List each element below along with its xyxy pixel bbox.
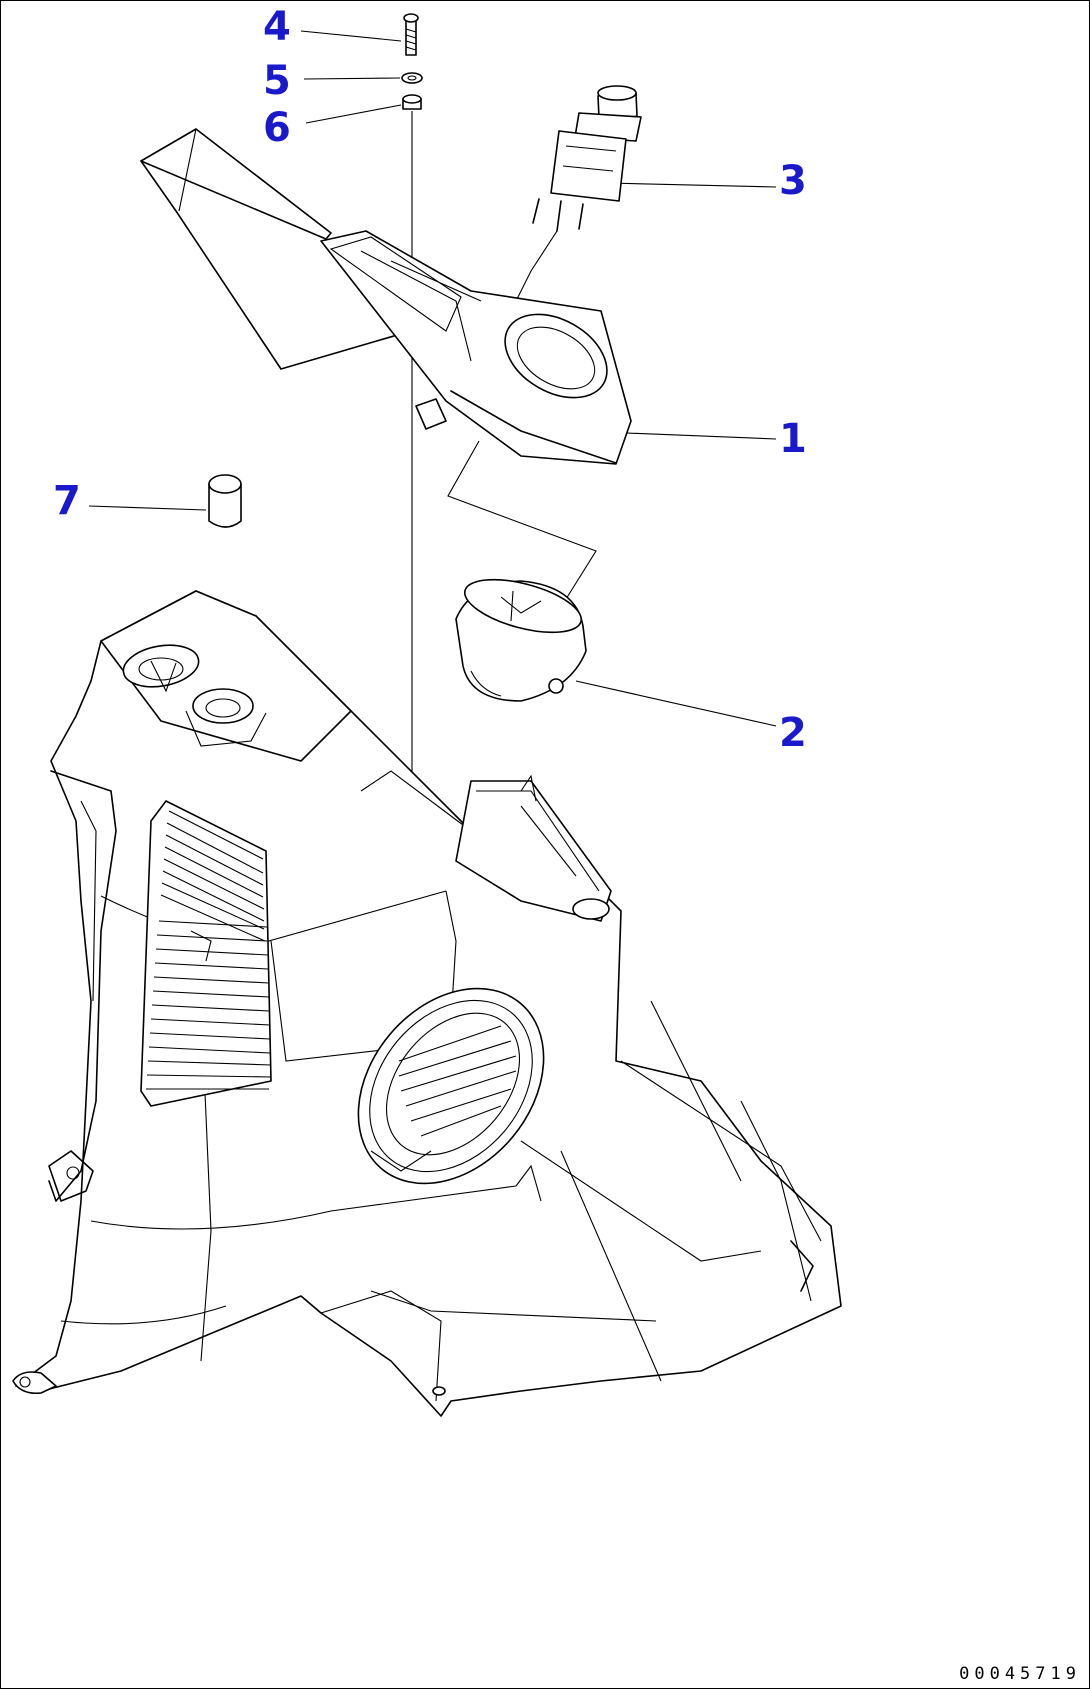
callout-2: 2 bbox=[779, 710, 807, 756]
leader-lines bbox=[88, 30, 777, 727]
part-2-lamp bbox=[455, 578, 587, 702]
main-panel-housing bbox=[12, 590, 842, 1417]
part-4-screw bbox=[403, 13, 419, 56]
speaker-grille bbox=[357, 987, 545, 1185]
louver-grille bbox=[140, 800, 272, 1107]
part-7-cap bbox=[208, 474, 242, 528]
callout-5: 5 bbox=[263, 58, 291, 104]
callout-6: 6 bbox=[263, 105, 291, 151]
part-3-socket bbox=[505, 85, 642, 322]
part-6-nut bbox=[402, 94, 422, 110]
part-5-washer bbox=[401, 72, 423, 84]
callout-7: 7 bbox=[53, 478, 81, 524]
callout-1: 1 bbox=[779, 416, 807, 462]
part-1-bracket bbox=[140, 128, 632, 600]
callout-3: 3 bbox=[779, 158, 807, 204]
document-number: 00045719 bbox=[959, 1664, 1081, 1684]
callout-4: 4 bbox=[263, 4, 291, 50]
